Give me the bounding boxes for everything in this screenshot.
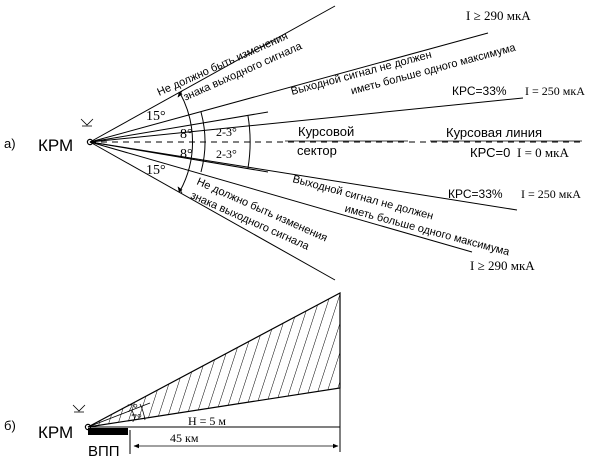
runway-label: ВПП: [88, 443, 120, 460]
angle-b-bottom: 7°: [131, 411, 142, 425]
angle-b-top: 7°: [127, 401, 138, 415]
distance-label: 45 км: [170, 431, 199, 445]
i-zero: I = 0 мкА: [517, 145, 569, 160]
beacon-icon-b: [72, 404, 86, 413]
angle-sector-bottom: 2-3°: [216, 147, 237, 161]
krs-33-bottom: КРС=33%: [448, 187, 503, 201]
angle-outer-top: 15°: [146, 109, 166, 124]
i-250-bottom: I = 250 мкА: [521, 187, 581, 201]
i-290-top: I ≥ 290 мкА: [466, 8, 531, 23]
i-290-bottom: I ≥ 290 мкА: [470, 258, 535, 273]
part-b-label: б): [4, 418, 16, 433]
height-label: H = 5 м: [188, 414, 226, 428]
angle-sector-top: 2-3°: [216, 125, 237, 139]
sector-boundaries: [89, 5, 580, 281]
i-250-top: I = 250 мкА: [525, 84, 585, 98]
angle-inner-bottom: 8°: [180, 147, 193, 162]
course-line-label: Курсовая линия: [446, 125, 542, 140]
coverage-region: [87, 292, 341, 428]
beacon-label-b: КРМ: [38, 423, 73, 442]
krs-zero: КРС=0: [470, 145, 510, 160]
angle-inner-top: 8°: [180, 127, 193, 142]
sector-label-line1: Курсовой: [298, 124, 354, 139]
runway-strip: [88, 428, 128, 435]
krs-33-top: КРС=33%: [452, 84, 507, 98]
part-a: а) КРМ 15° 15°: [4, 5, 585, 281]
part-a-label: а): [4, 136, 16, 151]
sector-label-line2: сектор: [297, 143, 337, 158]
angle-arcs: [177, 90, 251, 194]
beacon-icon: [80, 118, 94, 127]
beacon-label: КРМ: [38, 136, 73, 155]
part-b: б) КРМ 7° 7° ВПП H = 5 м 45 км: [4, 292, 341, 460]
angle-outer-bottom: 15°: [146, 163, 166, 178]
